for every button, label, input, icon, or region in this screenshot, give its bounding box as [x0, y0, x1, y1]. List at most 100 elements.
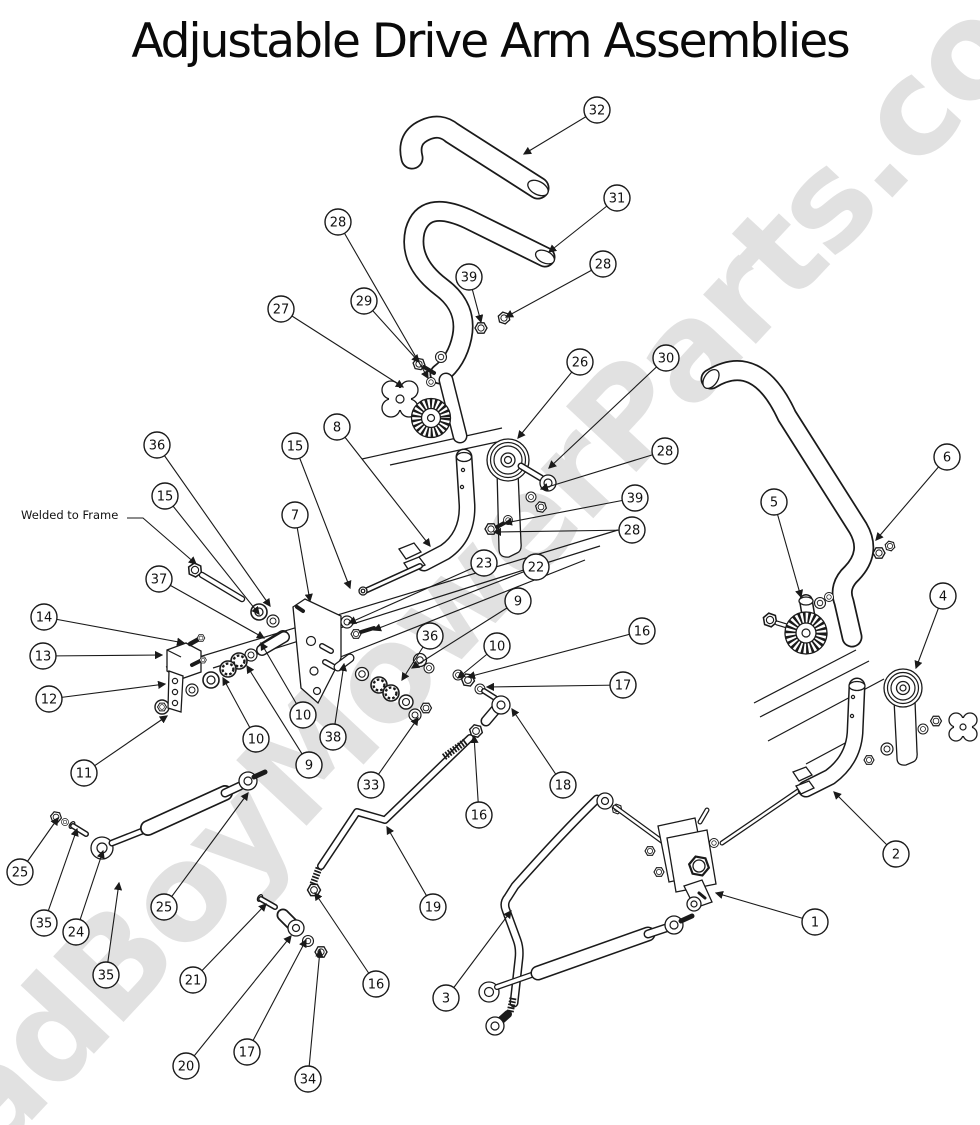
svg-text:37: 37: [151, 573, 168, 588]
callout-balloon-38: 38: [319, 723, 347, 751]
leader-line-9: [410, 600, 519, 669]
svg-text:28: 28: [595, 258, 612, 273]
leader-line-7: [294, 514, 313, 603]
leader-line-22: [372, 566, 537, 632]
callout-balloon-16: 16: [362, 970, 390, 998]
pulley-bracket-upper: [484, 438, 557, 558]
callout-balloon-7: 7: [281, 501, 309, 529]
bent-rod-left: [256, 738, 470, 958]
svg-text:13: 13: [35, 650, 52, 665]
callout-balloon-28: 28: [618, 516, 646, 544]
svg-text:4: 4: [939, 590, 947, 605]
callout-balloon-25: 25: [150, 893, 178, 921]
callout-balloon-18: 18: [549, 771, 577, 799]
leader-line-5: [773, 501, 804, 599]
callout-balloon-4: 4: [929, 582, 957, 610]
svg-text:26: 26: [572, 356, 589, 371]
callout-balloon-27: 27: [267, 295, 295, 323]
svg-text:33: 33: [363, 779, 380, 794]
leader-line-8: [336, 426, 431, 547]
callout-balloon-5: 5: [760, 488, 788, 516]
leader-line-14: [43, 616, 186, 646]
svg-text:21: 21: [185, 974, 202, 989]
leader-line-2: [833, 791, 897, 855]
svg-text:1: 1: [811, 916, 819, 931]
svg-text:18: 18: [555, 779, 572, 794]
svg-text:9: 9: [514, 595, 522, 610]
callout-balloon-10: 10: [289, 701, 317, 729]
callout-balloon-35: 35: [30, 909, 58, 937]
leader-line-37: [158, 578, 266, 639]
callout-balloon-39: 39: [455, 263, 483, 291]
callout-balloon-26: 26: [566, 348, 594, 376]
page-title: Adjustable Drive Arm Assemblies: [131, 14, 850, 69]
svg-text:6: 6: [943, 451, 951, 466]
svg-text:22: 22: [528, 561, 545, 576]
svg-text:12: 12: [41, 693, 58, 708]
svg-text:8: 8: [333, 421, 341, 436]
svg-text:29: 29: [356, 295, 373, 310]
callout-balloon-14: 14: [30, 603, 58, 631]
callout-balloon-16: 16: [628, 617, 656, 645]
leader-line-6: [875, 456, 948, 541]
svg-text:39: 39: [627, 492, 644, 507]
svg-text:14: 14: [36, 611, 53, 626]
svg-text:24: 24: [68, 926, 85, 941]
leader-line-39: [503, 497, 636, 526]
callout-balloon-23: 23: [470, 549, 498, 577]
upper-handle-art: [381, 127, 557, 437]
leader-line-20: [185, 935, 292, 1067]
frame-label-leader-line: [127, 517, 197, 565]
callout-balloon-19: 19: [419, 893, 447, 921]
callout-balloon-29: 29: [350, 287, 378, 315]
callout-balloon-30: 30: [652, 344, 680, 372]
leader-line-18: [511, 707, 564, 786]
svg-text:10: 10: [295, 709, 312, 724]
svg-text:36: 36: [422, 630, 439, 645]
svg-text:39: 39: [461, 271, 478, 286]
svg-text:11: 11: [76, 767, 93, 782]
svg-text:20: 20: [178, 1060, 195, 1075]
callout-balloon-3: 3: [432, 984, 460, 1012]
svg-text:28: 28: [657, 445, 674, 460]
callout-balloon-22: 22: [522, 553, 550, 581]
svg-text:9: 9: [305, 759, 313, 774]
leader-line-9: [246, 664, 310, 766]
leader-line-32: [522, 109, 598, 155]
leader-line-15: [294, 445, 352, 590]
leader-line-13: [42, 650, 164, 660]
svg-text:10: 10: [489, 640, 506, 655]
callout-balloon-25: 25: [6, 858, 34, 886]
leader-line-15: [164, 495, 260, 615]
callout-balloon-32: 32: [583, 96, 611, 124]
callout-balloon-1: 1: [801, 908, 829, 936]
leader-line-25: [163, 792, 249, 908]
svg-text:16: 16: [471, 809, 488, 824]
callout-balloon-39: 39: [621, 484, 649, 512]
callout-balloon-33: 33: [357, 771, 385, 799]
svg-text:36: 36: [149, 439, 166, 454]
callout-balloon-16: 16: [465, 801, 493, 829]
svg-text:5: 5: [770, 496, 778, 511]
frame-label-leader: [127, 517, 197, 565]
callout-balloon-31: 31: [603, 184, 631, 212]
pulley-bracket-right: [883, 668, 923, 766]
callout-balloon-13: 13: [29, 642, 57, 670]
callout-balloon-10: 10: [483, 632, 511, 660]
leader-line-31: [548, 197, 618, 253]
leader-line-28: [492, 527, 633, 537]
svg-text:16: 16: [368, 978, 385, 993]
svg-text:15: 15: [157, 490, 174, 505]
leader-line-24: [75, 849, 105, 933]
star-knob-right: [948, 712, 978, 742]
callout-balloon-35: 35: [92, 961, 120, 989]
callout-balloon-34: 34: [294, 1065, 322, 1093]
svg-text:38: 38: [325, 731, 342, 746]
callout-balloon-17: 17: [609, 671, 637, 699]
callout-balloon-36: 36: [143, 431, 171, 459]
svg-text:32: 32: [589, 104, 606, 119]
callout-balloon-21: 21: [179, 966, 207, 994]
callout-balloon-8: 8: [323, 413, 351, 441]
leader-line-30: [548, 357, 667, 469]
svg-text:10: 10: [248, 733, 265, 748]
